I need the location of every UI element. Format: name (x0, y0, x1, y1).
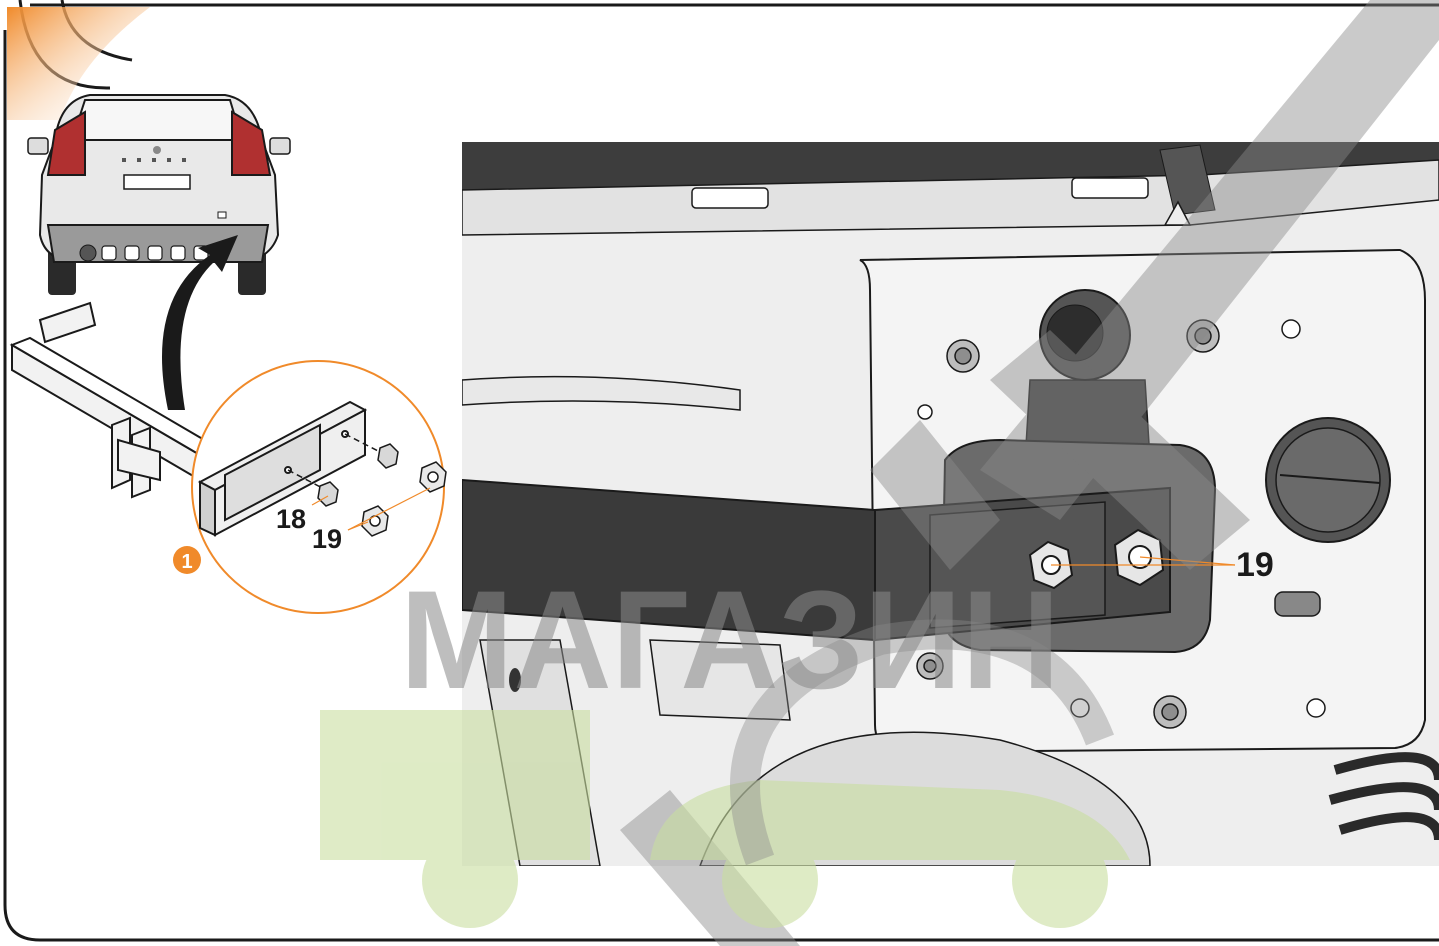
callout-part-b: 19 (312, 524, 342, 554)
nut-fastener (317, 443, 447, 537)
step-number: 1 (181, 551, 192, 573)
bolt-heads (916, 319, 1326, 729)
step-badge (173, 546, 201, 574)
watermark-text: МАГАЗИН (400, 561, 1060, 718)
callout-part-a: 18 (276, 504, 306, 534)
detail-illustration: 19 (462, 142, 1439, 866)
watermark-car-shape (320, 710, 1130, 928)
corner-gradient (7, 7, 150, 120)
watermark-arc (730, 619, 1114, 866)
detail-bracket (197, 400, 368, 537)
callout-detail-label: 19 (1236, 546, 1274, 584)
page-frame (3, 3, 1439, 942)
install-arrow (161, 235, 238, 410)
tow-bar-assembly (9, 301, 221, 499)
detail-circle (191, 360, 445, 614)
car-rear-view (27, 94, 291, 295)
